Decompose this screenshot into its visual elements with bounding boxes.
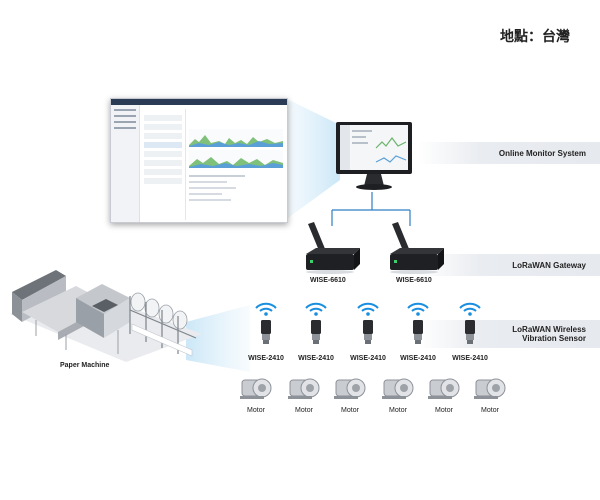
motor-icon — [288, 378, 320, 399]
motor-node-3: Motor — [330, 372, 370, 416]
monitor-pc-icon — [336, 122, 412, 190]
sensor-label-2: WISE-2410 — [298, 355, 334, 362]
sensor-node-5: WISE-2410 — [452, 298, 488, 362]
motor-icon — [474, 378, 506, 399]
wifi-icon — [407, 302, 429, 344]
machine-beam — [186, 305, 250, 372]
sensor-node-1: WISE-2410 — [248, 298, 284, 362]
motor-node-5: Motor — [424, 372, 464, 416]
gateway-device-1 — [306, 222, 360, 274]
tier-band-sensor: LoRaWAN Wireless Vibration Sensor — [418, 320, 600, 348]
wifi-icon — [255, 302, 277, 344]
screenshot-details — [189, 173, 283, 217]
sensor-node-2: WISE-2410 — [298, 298, 334, 362]
sensor-label-1: WISE-2410 — [248, 355, 284, 362]
screenshot-charts — [189, 129, 283, 168]
sensor-label-3: WISE-2410 — [350, 355, 386, 362]
motor-label-1: Motor — [247, 407, 265, 414]
tier-label-gateway: LoRaWAN Gateway — [512, 261, 586, 270]
screenshot-titlebar — [111, 99, 287, 105]
screenshot-sidebar — [111, 105, 140, 222]
gateway-label-1: WISE-6610 — [310, 277, 346, 284]
location-title: 地點：台灣 — [500, 29, 570, 45]
wifi-icon — [305, 302, 327, 344]
wifi-icon — [459, 302, 481, 344]
motor-label-3: Motor — [341, 407, 359, 414]
motor-label-6: Motor — [481, 407, 499, 414]
sensor-node-3: WISE-2410 — [350, 298, 386, 362]
motor-node-2: Motor — [284, 372, 324, 416]
motor-icon — [382, 378, 414, 399]
motor-node-4: Motor — [378, 372, 418, 416]
tier-label-online-monitor: Online Monitor System — [498, 149, 586, 158]
motor-label-2: Motor — [295, 407, 313, 414]
motor-node-1: Motor — [236, 372, 276, 416]
paper-machine-label: Paper Machine — [60, 362, 110, 369]
monitor-beam — [285, 98, 340, 220]
monitor-screenshot — [110, 98, 288, 223]
tier-band-online-monitor: Online Monitor System — [418, 142, 600, 164]
motor-icon — [240, 378, 272, 399]
paper-machine-illustration — [10, 270, 202, 362]
sensor-label-5: WISE-2410 — [452, 355, 488, 362]
motor-label-4: Motor — [389, 407, 407, 414]
wifi-icon — [357, 302, 379, 344]
tier-band-gateway: LoRaWAN Gateway — [418, 254, 600, 276]
motor-icon — [428, 378, 460, 399]
motor-icon — [334, 378, 366, 399]
motor-node-6: Motor — [470, 372, 510, 416]
motor-label-5: Motor — [435, 407, 453, 414]
gateway-device-2 — [390, 222, 444, 274]
sensor-label-4: WISE-2410 — [400, 355, 436, 362]
gateway-label-2: WISE-6610 — [396, 277, 432, 284]
tier-label-sensor: LoRaWAN Wireless Vibration Sensor — [512, 325, 586, 343]
screenshot-device-list — [141, 109, 186, 220]
sensor-node-4: WISE-2410 — [400, 298, 436, 362]
